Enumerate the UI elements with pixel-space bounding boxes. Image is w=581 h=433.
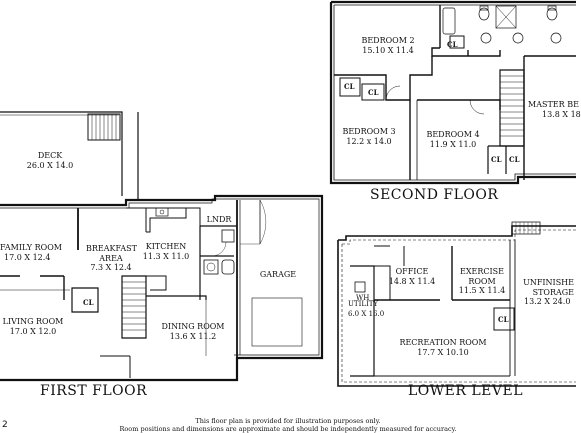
- closet-label: CL: [368, 88, 379, 97]
- first-floor-title: FIRST FLOOR: [40, 383, 148, 399]
- water-heater-label: WH: [356, 294, 370, 302]
- lower-level-plan: [337, 221, 576, 387]
- closet-label: CL: [498, 315, 509, 324]
- room-laundry: LNDR: [206, 215, 232, 224]
- closet-label: CL: [83, 298, 94, 307]
- closet-label: CL: [344, 82, 355, 91]
- closet-label: CL: [491, 155, 502, 164]
- disclaimer-line-2: Room positions and dimensions are approx…: [119, 425, 457, 433]
- room-garage: GARAGE: [259, 270, 297, 279]
- disclaimer-line-1: This floor plan is provided for illustra…: [195, 417, 381, 425]
- second-floor-plan: [329, 0, 576, 185]
- closet-label: CL: [509, 155, 520, 164]
- closet-label: CL: [447, 40, 458, 49]
- page-number: 2: [2, 420, 8, 430]
- lower-level-title: LOWER LEVEL: [408, 383, 524, 399]
- first-floor-plan: [0, 111, 324, 382]
- second-floor-title: SECOND FLOOR: [370, 187, 499, 203]
